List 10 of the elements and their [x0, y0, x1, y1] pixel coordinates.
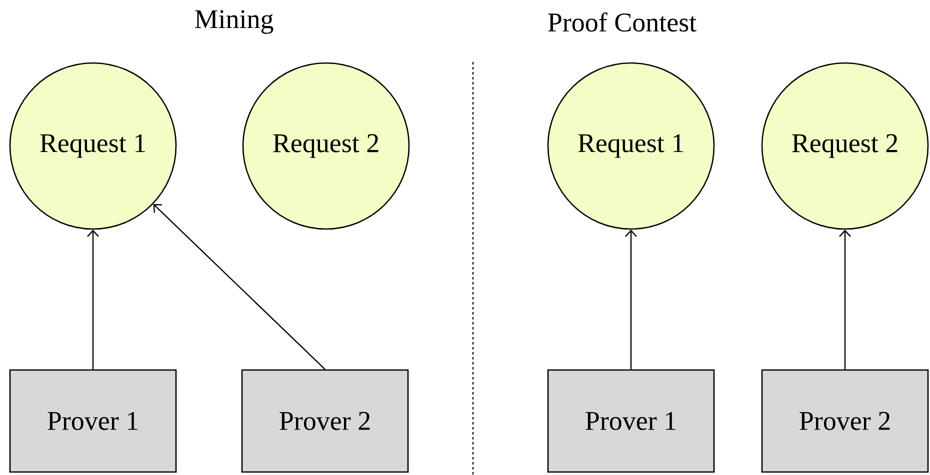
prover-box: Prover 2 — [761, 369, 929, 473]
prover-box: Prover 2 — [241, 369, 409, 473]
arrow — [153, 204, 326, 370]
arrow — [839, 230, 851, 370]
prover-box: Prover 1 — [547, 369, 715, 473]
prover-box: Prover 1 — [9, 369, 177, 473]
panel-title: Mining — [195, 10, 274, 34]
arrow — [625, 230, 637, 370]
panel-title: Proof Contest — [548, 12, 696, 32]
arrow — [87, 230, 99, 370]
